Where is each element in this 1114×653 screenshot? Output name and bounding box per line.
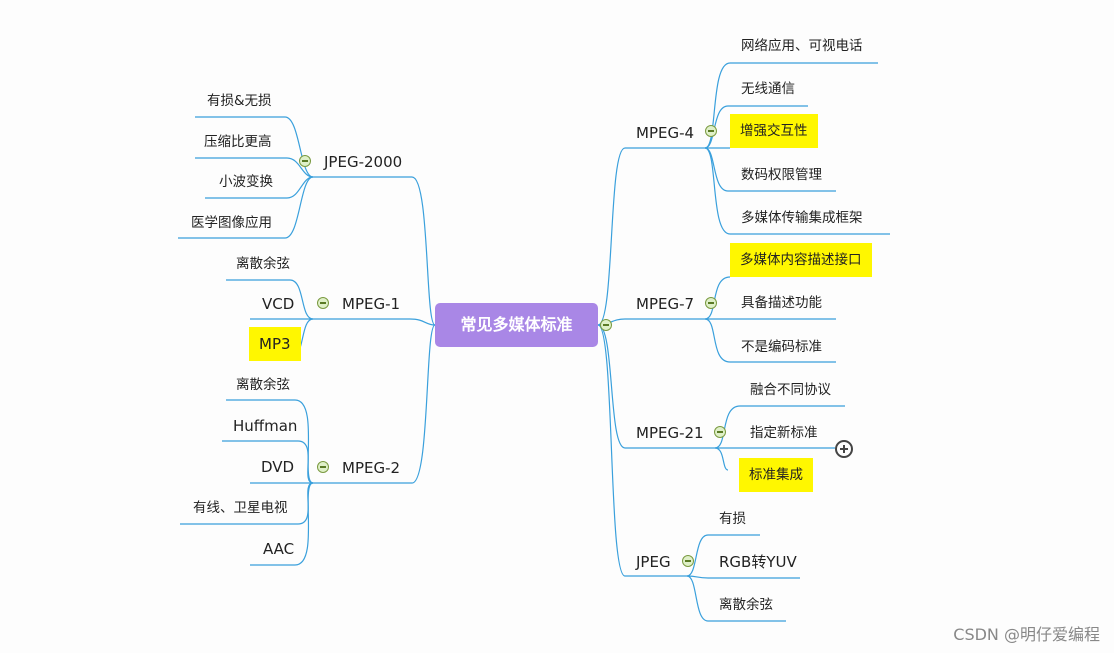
branch-mpeg2[interactable]: MPEG-2 xyxy=(342,459,401,477)
leaf-node[interactable]: 数码权限管理 xyxy=(741,167,822,183)
leaf-node[interactable]: VCD xyxy=(262,295,295,313)
leaf-node[interactable]: 无线通信 xyxy=(741,81,795,97)
leaf-node[interactable]: DVD xyxy=(261,458,295,476)
leaf-node[interactable]: AAC xyxy=(263,540,295,558)
watermark: CSDN @明仔爱编程 xyxy=(953,625,1100,644)
branch-jpeg[interactable]: JPEG xyxy=(636,553,671,571)
plus-circle-icon[interactable] xyxy=(835,440,853,458)
branch-mpeg7[interactable]: MPEG-7 xyxy=(636,295,695,313)
leaf-node[interactable]: 指定新标准 xyxy=(750,425,818,441)
leaf-node[interactable]: Huffman xyxy=(233,417,298,435)
minus-circle-icon[interactable] xyxy=(682,555,694,567)
leaf-node[interactable]: 有线、卫星电视 xyxy=(193,500,288,516)
leaf-node-highlighted[interactable]: MP3 xyxy=(249,327,301,361)
branch-jpeg2000[interactable]: JPEG-2000 xyxy=(324,153,403,171)
minus-circle-icon[interactable] xyxy=(317,297,329,309)
leaf-node[interactable]: 离散余弦 xyxy=(719,597,773,613)
branch-mpeg21[interactable]: MPEG-21 xyxy=(636,424,704,442)
minus-circle-icon[interactable] xyxy=(714,426,726,438)
minus-circle-icon[interactable] xyxy=(705,297,717,309)
branch-mpeg4[interactable]: MPEG-4 xyxy=(636,124,695,142)
leaf-node[interactable]: 融合不同协议 xyxy=(750,382,831,398)
leaf-node[interactable]: 具备描述功能 xyxy=(741,295,822,311)
leaf-node[interactable]: 多媒体传输集成框架 xyxy=(741,210,863,226)
minus-circle-icon[interactable] xyxy=(600,319,612,331)
leaf-node[interactable]: 网络应用、可视电话 xyxy=(741,38,863,54)
leaf-node-highlighted[interactable]: 多媒体内容描述接口 xyxy=(730,243,872,277)
leaf-node[interactable]: 小波变换 xyxy=(219,174,273,190)
minus-circle-icon[interactable] xyxy=(705,125,717,137)
minus-circle-icon[interactable] xyxy=(317,461,329,473)
leaf-node[interactable]: 压缩比更高 xyxy=(204,134,272,150)
leaf-node[interactable]: 不是编码标准 xyxy=(741,339,822,355)
leaf-node[interactable]: 有损 xyxy=(719,511,746,527)
leaf-node[interactable]: 有损&无损 xyxy=(207,93,272,109)
leaf-node-highlighted[interactable]: 增强交互性 xyxy=(730,114,818,148)
root-topic[interactable]: 常见多媒体标准 xyxy=(435,303,598,347)
branch-mpeg1[interactable]: MPEG-1 xyxy=(342,295,401,313)
minus-circle-icon[interactable] xyxy=(299,155,311,167)
leaf-node[interactable]: 离散余弦 xyxy=(236,256,290,272)
leaf-node-highlighted[interactable]: 标准集成 xyxy=(739,458,813,492)
leaf-node[interactable]: 离散余弦 xyxy=(236,377,290,393)
leaf-node[interactable]: 医学图像应用 xyxy=(191,215,272,231)
leaf-node[interactable]: RGB转YUV xyxy=(719,553,797,571)
